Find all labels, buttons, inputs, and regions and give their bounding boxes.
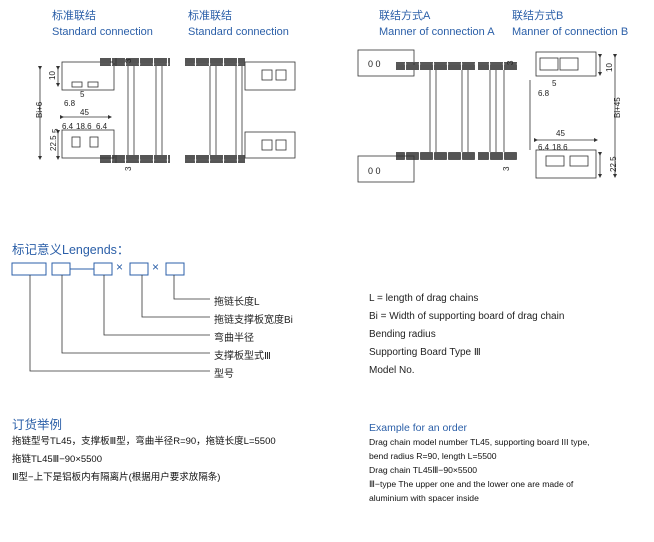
header-en: Standard connection <box>52 26 153 38</box>
order-zh-line-3: Ⅲ型−上下是铝板内有隔离片(根据用户要求放隔条) <box>12 472 221 483</box>
legend-en-2: Bi = Width of supporting board of drag c… <box>369 311 565 322</box>
order-title-zh: 订货举例 <box>12 418 63 432</box>
legend-zh-5: 型号 <box>214 369 234 380</box>
order-en-line-1: Drag chain model number TL45, supporting… <box>369 437 590 447</box>
dim-5: 5 <box>80 90 85 99</box>
dim-b-22-5: 22.5 <box>609 156 618 172</box>
dim-bi6: Bi+6 <box>35 101 44 118</box>
legend-diagram <box>11 262 210 372</box>
header-zh: 联结方式B <box>512 10 564 22</box>
slot-a-top: 0 0 <box>368 59 381 69</box>
dim-b-6-4: 6.4 <box>538 143 550 152</box>
dim-b-5: 5 <box>552 79 557 88</box>
order-zh-line-2: 拖链TL45Ⅲ−90×5500 <box>12 454 102 465</box>
legend-zh-4: 支撑板型式Ⅲ <box>214 351 271 362</box>
dim-b-6-8: 6.8 <box>538 89 550 98</box>
header-en: Standard connection <box>188 26 289 38</box>
legend-zh-2: 拖链支撑板宽度Bi <box>214 315 293 326</box>
legend-en-1: L = length of drag chains <box>369 293 479 304</box>
dim-b-10: 10 <box>605 63 614 72</box>
dim-45: 45 <box>80 108 89 117</box>
legend-en-5: Model No. <box>369 365 415 376</box>
order-en-line-5: aluminium with spacer inside <box>369 493 479 503</box>
legend-en-3: Bending radius <box>369 329 436 340</box>
legend-x-sign-1: × <box>116 260 124 274</box>
header-zh: 标准联结 <box>188 10 232 22</box>
legend-zh-3: 弯曲半径 <box>214 333 254 344</box>
drawing-standard-2 <box>185 58 296 163</box>
order-zh-line-1: 拖链型号TL45，支撑板Ⅲ型，弯曲半径R=90，拖链长度L=5500 <box>12 436 276 447</box>
dim-6-4-b: 6.4 <box>96 122 108 131</box>
header-en: Manner of connection B <box>512 26 629 38</box>
dim-18-6: 18.6 <box>76 122 92 131</box>
dim-6-4: 6.4 <box>62 122 74 131</box>
drawing-manner-b <box>478 51 617 179</box>
technical-drawings: 10 5 6.8 45 6.4 18.6 6.4 22.5 5 Bi+6 3 3 <box>35 49 622 183</box>
drawing-standard-1 <box>38 58 170 163</box>
dim-22-5: 22.5 <box>49 135 58 151</box>
legend-x-sign-2: × <box>152 260 160 274</box>
dim-b-3-top: 3 <box>506 60 515 65</box>
dim-b-18-6: 18.6 <box>552 143 568 152</box>
dim-5-b: 5 <box>51 128 60 133</box>
header-standard-1: 标准联结 Standard connection <box>52 10 153 39</box>
header-standard-2: 标准联结 Standard connection <box>188 10 289 39</box>
dim-b-3-bot: 3 <box>502 166 511 171</box>
dim-b-45: 45 <box>556 129 565 138</box>
header-manner-a: 联结方式A Manner of connection A <box>379 10 495 39</box>
order-title-en: Example for an order <box>369 422 468 434</box>
legend-en-4: Supporting Board Type Ⅲ <box>369 347 481 358</box>
dim-6-8: 6.8 <box>64 99 76 108</box>
order-en-line-4: Ⅲ−type The upper one and the lower one a… <box>369 479 574 489</box>
drawing-manner-a <box>357 49 476 183</box>
dim-b-bi45: Bi+45 <box>613 97 622 118</box>
legend-title: 标记意义Lengends： <box>12 243 130 257</box>
header-en: Manner of connection A <box>379 26 495 38</box>
legend-zh-1: 拖链长度L <box>214 297 260 308</box>
header-zh: 标准联结 <box>52 10 96 22</box>
header-zh: 联结方式A <box>379 10 431 22</box>
dim-3-bot: 3 <box>124 166 133 171</box>
dim-3-top: 3 <box>124 58 133 63</box>
slot-a-bot: 0 0 <box>368 166 381 176</box>
order-en-line-3: Drag chain TL45Ⅲ−90×5500 <box>369 465 478 475</box>
dim-10: 10 <box>48 71 57 80</box>
order-en-line-2: bend radius R=90, length L=5500 <box>369 451 497 461</box>
header-manner-b: 联结方式B Manner of connection B <box>512 10 628 39</box>
